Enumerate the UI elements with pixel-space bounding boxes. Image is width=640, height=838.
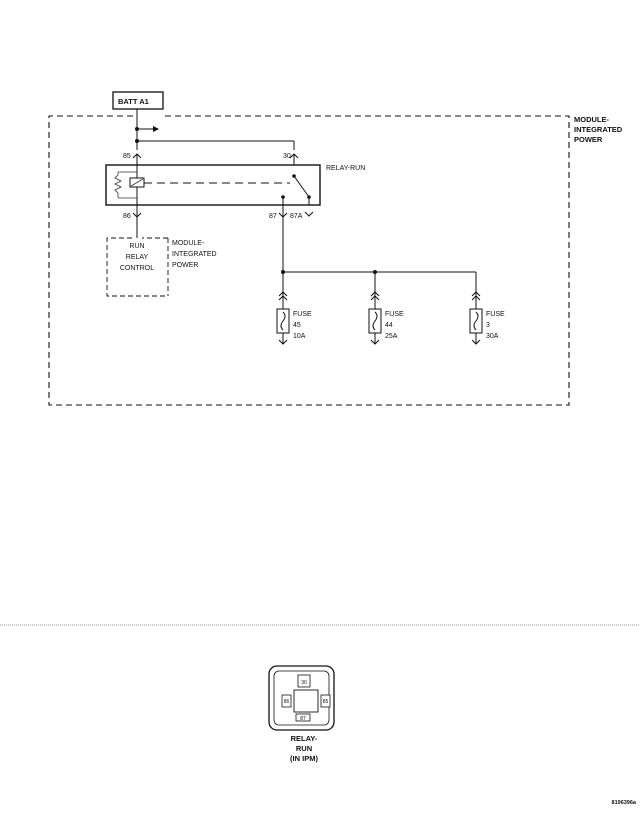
fuse-3-rating: 30A xyxy=(486,333,499,340)
branch-arrow-icon xyxy=(153,126,159,132)
connector-caption-line2: RUN xyxy=(296,744,312,753)
relay-box xyxy=(105,164,321,206)
connector-pin30-label: 30 xyxy=(301,680,307,686)
pin85-label: 85 xyxy=(123,153,131,160)
pin87a-label: 87A xyxy=(290,213,303,220)
connector-pin85-label: 85 xyxy=(323,699,329,705)
resistor-icon xyxy=(114,174,122,194)
fuse-45-label: FUSE xyxy=(293,311,312,318)
pin87-label: 87 xyxy=(269,213,277,220)
control-label-line3: CONTROL xyxy=(120,265,154,272)
fuse-45 xyxy=(276,272,290,345)
control-module-outline xyxy=(106,237,169,297)
pin86-label: 86 xyxy=(123,213,131,220)
battery-box xyxy=(112,91,164,110)
figure-id: 8196396a xyxy=(612,800,637,806)
fuse-45-number: 45 xyxy=(293,322,301,329)
module-outline xyxy=(48,115,570,406)
connector-caption-line1: RELAY- xyxy=(291,734,318,743)
control-module-line1: MODULE- xyxy=(172,240,205,247)
fuse-44 xyxy=(368,272,382,345)
relay-name-label: RELAY-RUN xyxy=(326,165,365,172)
module-label-line1: MODULE- xyxy=(574,115,609,124)
relay-connector-view xyxy=(268,665,335,731)
fuse-44-label: FUSE xyxy=(385,311,404,318)
fuse-3-label: FUSE xyxy=(486,311,505,318)
fuse-3-number: 3 xyxy=(486,322,490,329)
module-label-line2: INTEGRATED xyxy=(574,125,623,134)
control-label-line1: RUN xyxy=(129,243,144,250)
pin30-label: 30 xyxy=(283,153,291,160)
contact-dot xyxy=(281,195,285,199)
control-module-line2: INTEGRATED xyxy=(172,251,217,258)
control-label-line2: RELAY xyxy=(126,254,149,261)
fuse-44-rating: 25A xyxy=(385,333,398,340)
fuse-45-rating: 10A xyxy=(293,333,306,340)
connector-pin87-label: 87 xyxy=(300,716,306,722)
coil-slash xyxy=(130,178,144,187)
fuse-44-number: 44 xyxy=(385,322,393,329)
connector-pin86-label: 86 xyxy=(284,699,290,705)
battery-label: BATT A1 xyxy=(118,97,149,106)
pin87a-connector-icon xyxy=(304,211,314,217)
connector-caption-line3: (IN IPM) xyxy=(290,754,318,763)
switch-blade-icon xyxy=(293,175,310,198)
module-label-line3: POWER xyxy=(574,135,603,144)
control-module-line3: POWER xyxy=(172,262,198,269)
fuse-3 xyxy=(469,272,483,345)
